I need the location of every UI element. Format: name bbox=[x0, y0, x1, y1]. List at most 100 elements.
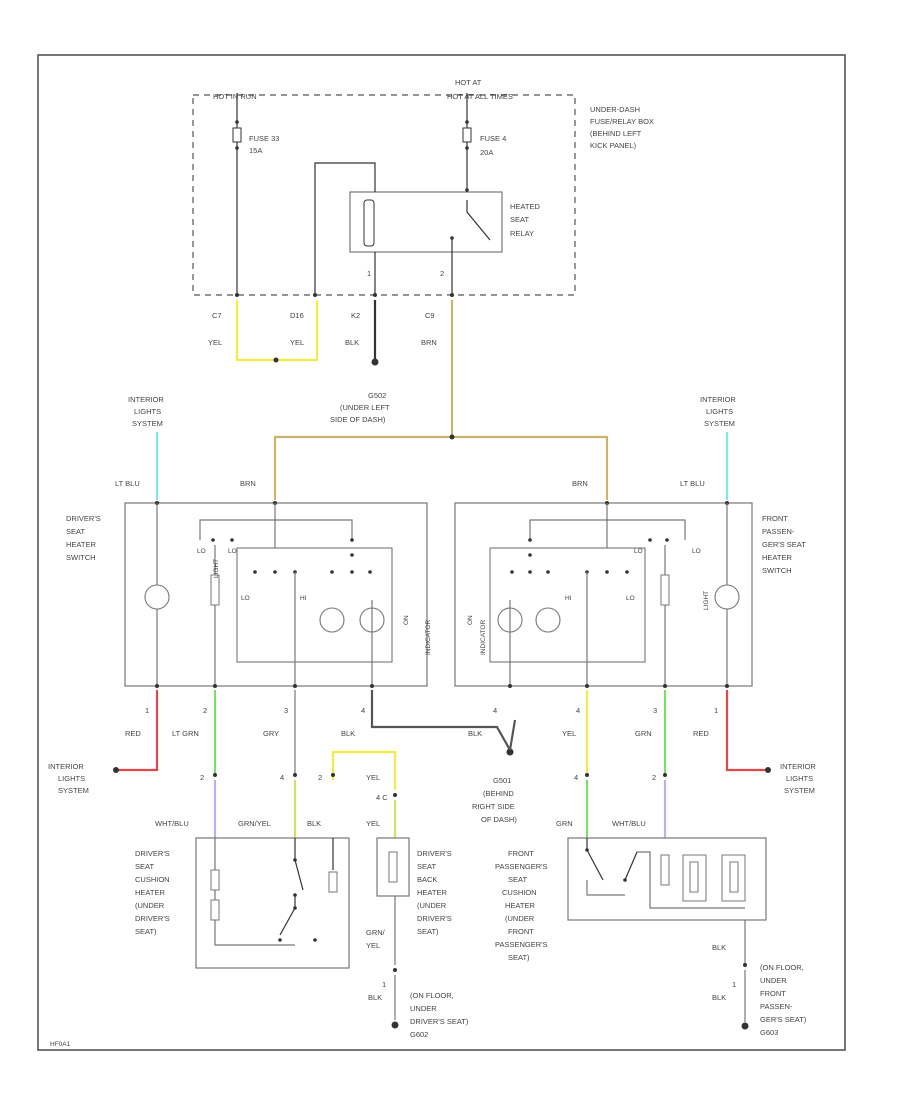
bl-conn-2b: 2 bbox=[318, 773, 322, 782]
right-name-2: PASSEN- bbox=[762, 527, 795, 536]
bl-cushion-2: SEAT bbox=[135, 862, 154, 871]
left-light-switch: LIGHT bbox=[213, 559, 220, 578]
wire-brn-top: BRN bbox=[421, 338, 437, 347]
relay-pin-1: 1 bbox=[367, 269, 371, 278]
right-name-1: FRONT bbox=[762, 514, 788, 523]
br-gnd-4: PASSEN- bbox=[760, 1002, 793, 1011]
mid-wire-blk: BLK bbox=[468, 729, 482, 738]
conn-k2: K2 bbox=[351, 311, 360, 320]
bl-gnd-3: DRIVER'S SEAT) bbox=[410, 1017, 469, 1026]
br-pas-4: CUSHION bbox=[502, 888, 537, 897]
right-ils-3: SYSTEM bbox=[784, 786, 815, 795]
left-on: ON bbox=[403, 615, 410, 625]
bl-back-1: DRIVER'S bbox=[417, 849, 452, 858]
left-wire-red: RED bbox=[125, 729, 141, 738]
bl-cushion-6: DRIVER'S bbox=[135, 914, 170, 923]
footer-code: HF0A1 bbox=[50, 1041, 71, 1048]
bl-gnd-4: G602 bbox=[410, 1030, 428, 1039]
left-name-3: HEATER bbox=[66, 540, 96, 549]
br-wire-blk: BLK bbox=[712, 943, 726, 952]
right-interior-3: SYSTEM bbox=[704, 419, 735, 428]
left-name-1: DRIVER'S bbox=[66, 514, 101, 523]
right-interior-1: INTERIOR bbox=[700, 395, 736, 404]
left-hi: HI bbox=[300, 595, 307, 602]
br-conn-2: 2 bbox=[652, 773, 656, 782]
right-pin-1: 1 bbox=[714, 706, 718, 715]
bl-gnd-2: UNDER bbox=[410, 1004, 437, 1013]
fuse-relay-box bbox=[192, 94, 576, 296]
left-pin-4: 4 bbox=[361, 706, 365, 715]
fuse-4-amp: 20A bbox=[480, 148, 493, 157]
br-pas-6: (UNDER bbox=[505, 914, 535, 923]
br-gnd-6: G603 bbox=[760, 1028, 778, 1037]
passenger-seat-heater-switch bbox=[454, 502, 753, 687]
br-pas-7: FRONT bbox=[508, 927, 534, 936]
drivers-cushion-heater bbox=[195, 837, 350, 969]
right-pin-3: 3 bbox=[653, 706, 657, 715]
bl-back-3: BACK bbox=[417, 875, 437, 884]
left-wire-ltblu: LT BLU bbox=[115, 479, 140, 488]
g501-1: G501 bbox=[493, 776, 511, 785]
right-light-switch: LIGHT bbox=[703, 591, 710, 610]
relay-label-3: RELAY bbox=[510, 229, 534, 238]
right-pin-4: 4 bbox=[576, 706, 580, 715]
passenger-cushion-heater bbox=[567, 837, 767, 921]
br-pas-2: PASSENGER'S bbox=[495, 862, 548, 871]
left-lo-2: LO bbox=[228, 548, 237, 555]
br-pas-5: HEATER bbox=[505, 901, 535, 910]
left-pin-2: 2 bbox=[203, 706, 207, 715]
br-pin-1: 1 bbox=[732, 980, 736, 989]
bl-conn-4: 4 bbox=[280, 773, 284, 782]
right-wire-brn: BRN bbox=[572, 479, 588, 488]
right-name-5: SWITCH bbox=[762, 566, 792, 575]
left-wire-gry: GRY bbox=[263, 729, 279, 738]
left-ils-1: INTERIOR bbox=[48, 762, 84, 771]
mid-pin-4: 4 bbox=[493, 706, 497, 715]
left-interior-1: INTERIOR bbox=[128, 395, 164, 404]
right-lo-2: LO bbox=[634, 548, 643, 555]
bl-conn-4-c: 4 C bbox=[376, 793, 388, 802]
relay-pin-2: 2 bbox=[440, 269, 444, 278]
right-wire-ltblu: LT BLU bbox=[680, 479, 705, 488]
conn-d16: D16 bbox=[290, 311, 304, 320]
right-hi: HI bbox=[565, 595, 572, 602]
bl-cushion-4: HEATER bbox=[135, 888, 165, 897]
g501-4: OF DASH) bbox=[481, 815, 517, 824]
bl-back-4: HEATER bbox=[417, 888, 447, 897]
splice-label-2: (UNDER LEFT bbox=[340, 403, 390, 412]
br-pas-8: PASSENGER'S bbox=[495, 940, 548, 949]
fuse-33-amp: 15A bbox=[249, 146, 262, 155]
right-lo-1: LO bbox=[692, 548, 701, 555]
br-pas-3: SEAT bbox=[508, 875, 527, 884]
left-lo-1: LO bbox=[197, 548, 206, 555]
diagram-border bbox=[37, 54, 846, 1051]
left-lo-3: LO bbox=[241, 595, 250, 602]
drivers-back-heater bbox=[376, 837, 410, 897]
hot-at-all-times-label-1: HOT AT bbox=[455, 78, 482, 87]
bl-conn-1: 1 bbox=[382, 980, 386, 989]
left-name-4: SWITCH bbox=[66, 553, 96, 562]
wire-blk-top: BLK bbox=[345, 338, 359, 347]
br-wire-whtblu: WHT/BLU bbox=[612, 819, 646, 828]
fuse-box-label-4: KICK PANEL) bbox=[590, 141, 637, 150]
left-wire-blk: BLK bbox=[341, 729, 355, 738]
br-wire-blk2: BLK bbox=[712, 993, 726, 1002]
hot-at-all-times-label: HOT AT ALL TIMES bbox=[447, 92, 513, 101]
hot-in-run-label: HOT IN RUN bbox=[213, 92, 257, 101]
bl-wire-blk: BLK bbox=[307, 819, 321, 828]
br-gnd-5: GER'S SEAT) bbox=[760, 1015, 807, 1024]
bl-wire-yel3: YEL bbox=[366, 941, 380, 950]
br-gnd-3: FRONT bbox=[760, 989, 786, 998]
left-interior-2: LIGHTS bbox=[134, 407, 161, 416]
left-wire-ltgrn: LT GRN bbox=[172, 729, 199, 738]
fuse-4-label: FUSE 4 bbox=[480, 134, 506, 143]
right-interior-2: LIGHTS bbox=[706, 407, 733, 416]
left-ils-3: SYSTEM bbox=[58, 786, 89, 795]
left-interior-3: SYSTEM bbox=[132, 419, 163, 428]
bl-back-6: DRIVER'S bbox=[417, 914, 452, 923]
left-ils-2: LIGHTS bbox=[58, 774, 85, 783]
wire-yel-2: YEL bbox=[290, 338, 304, 347]
bl-cushion-3: CUSHION bbox=[135, 875, 170, 884]
left-pin-3: 3 bbox=[284, 706, 288, 715]
